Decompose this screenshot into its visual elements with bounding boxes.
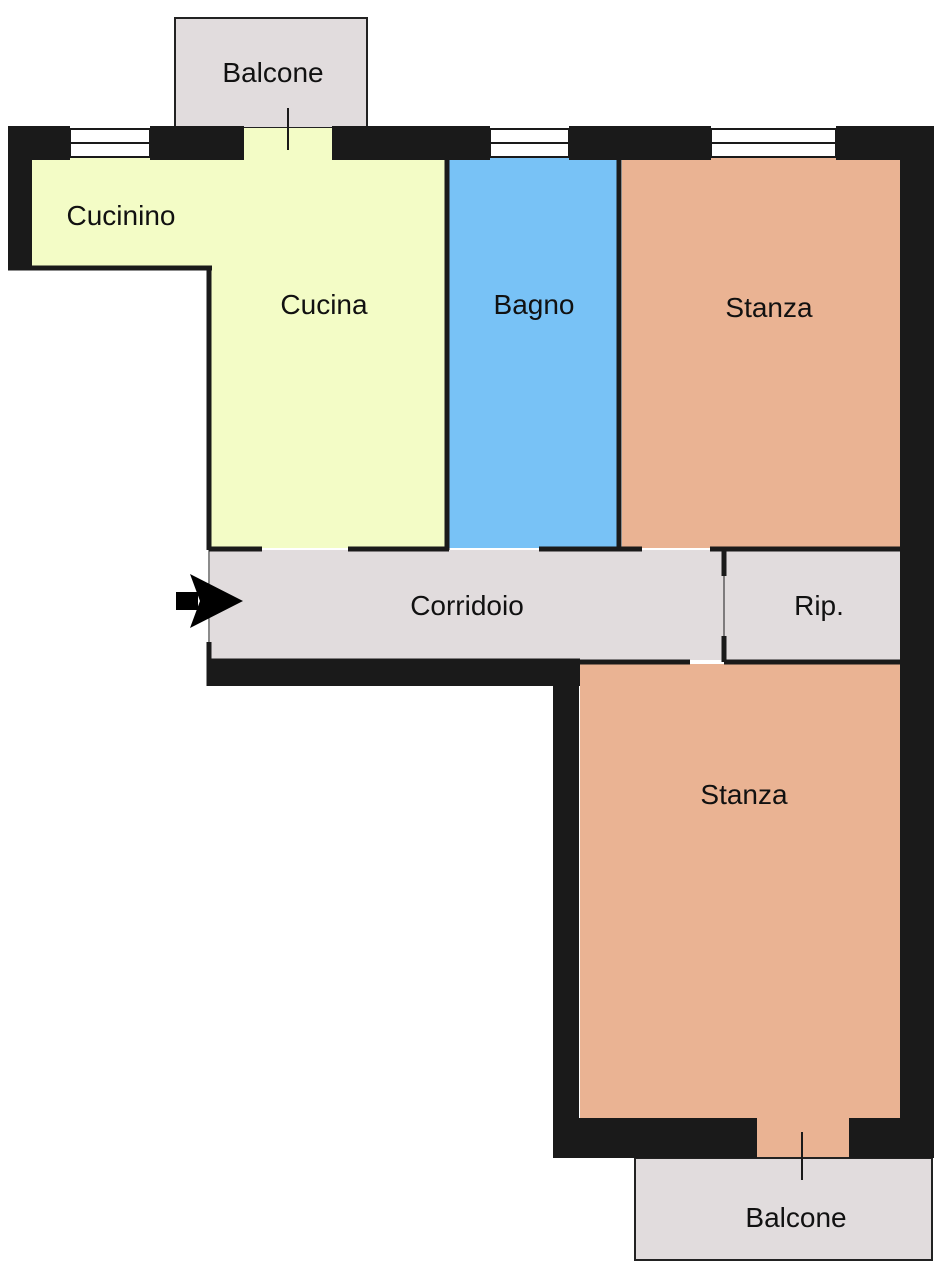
balcony-bottom-area bbox=[634, 1157, 933, 1261]
storage-area bbox=[724, 550, 900, 660]
bedroom-bottom-area bbox=[580, 664, 900, 1119]
bathroom-area bbox=[449, 158, 617, 548]
interior-walls bbox=[8, 158, 902, 686]
kitchen-area bbox=[30, 158, 446, 548]
room-label-bagno: Bagno bbox=[494, 289, 575, 320]
exterior-walls bbox=[8, 126, 934, 1158]
room-label-cucina: Cucina bbox=[280, 289, 368, 320]
room-label-balcone-top: Balcone bbox=[222, 57, 323, 88]
room-label-balcone-bottom: Balcone bbox=[745, 1202, 846, 1233]
room-label-stanza-top: Stanza bbox=[725, 292, 813, 323]
room-label-ripostiglio: Rip. bbox=[794, 590, 844, 621]
room-label-corridoio: Corridoio bbox=[410, 590, 524, 621]
entry-arrow-icon bbox=[176, 574, 243, 628]
windows bbox=[69, 128, 837, 158]
room-label-cucinino: Cucinino bbox=[67, 200, 176, 231]
corridor-area bbox=[210, 550, 724, 660]
balcony-top-area bbox=[174, 17, 368, 129]
room-label-stanza-bottom: Stanza bbox=[700, 779, 788, 810]
bedroom-top-area bbox=[622, 158, 900, 548]
